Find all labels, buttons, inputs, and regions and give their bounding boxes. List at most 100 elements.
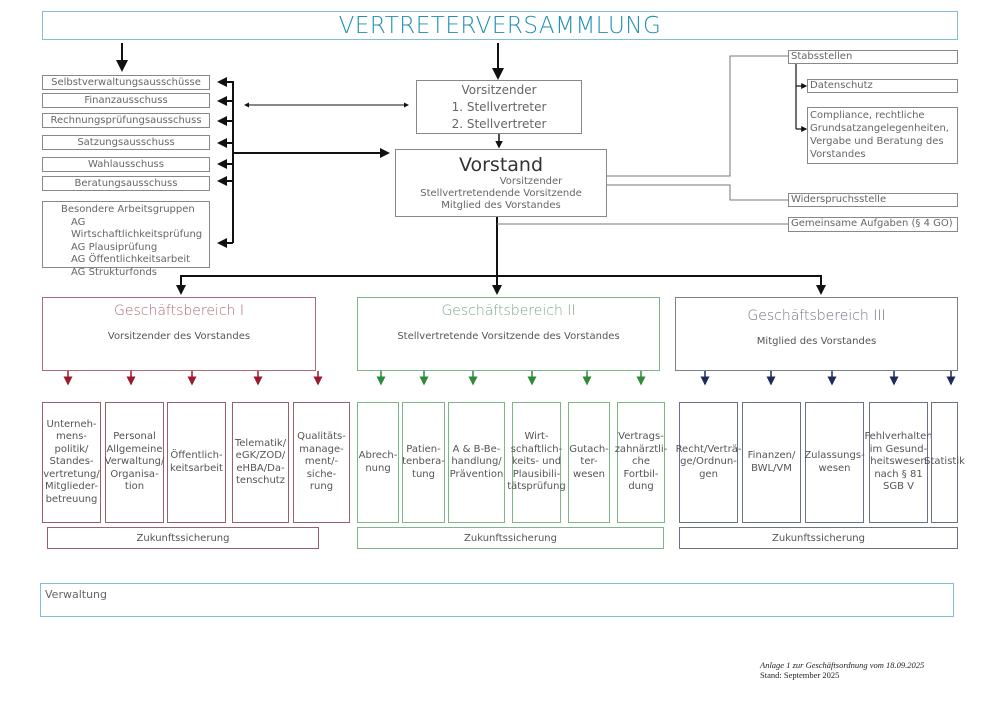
unit-label: Gutach-ter-wesen — [569, 444, 609, 482]
unit-label-line: Wirt- — [524, 431, 549, 443]
unit-label-line: Organisa- — [110, 468, 159, 480]
unit-box: Öffentlich-keitsarbeit — [167, 402, 226, 523]
unit-label: Telematik/eGK/ZOD/eHBA/Da-tenschutz — [235, 438, 286, 488]
unit-label-line: Gutach- — [569, 443, 609, 455]
unit-label: Finanzen/BWL/VM — [748, 450, 796, 475]
working-groups-heading: Besondere Arbeitsgruppen — [61, 204, 195, 215]
compliance-line: Vergabe und Beratung des — [810, 136, 944, 147]
unit-label-line: Finanzen/ — [747, 450, 796, 461]
unit-label-line: keitsarbeit — [170, 462, 223, 474]
unit-label-line: BWL/VM — [751, 462, 792, 474]
committee-label: Rechnungsprüfungsausschuss — [50, 115, 202, 126]
administration-label: Verwaltung — [45, 588, 107, 601]
unit-label-line: rung — [309, 481, 334, 493]
future-security-box: Zukunftssicherung — [357, 527, 664, 549]
unit-label-line: vertretung/ — [43, 468, 100, 480]
division-subtitle: Stellvertretende Vorsitzende des Vorstan… — [397, 331, 620, 342]
committee-label: Wahlausschuss — [88, 159, 164, 170]
board-title: Vorstand — [458, 154, 544, 176]
unit-label-line: dung — [628, 481, 654, 493]
working-group-item: AG Strukturfonds — [71, 266, 158, 278]
board-line: Vorsitzender — [499, 176, 563, 187]
unit-box: Abrech-nung — [357, 402, 399, 523]
unit-label-line: keits- und — [511, 456, 562, 468]
division-2-arrows — [376, 371, 646, 386]
unit-label-line: Zulassungs- — [804, 450, 865, 461]
chair-line: Vorsitzender — [461, 82, 537, 97]
unit-label: Patien-tenbera-tung — [402, 444, 445, 482]
unit-label-line: Öffentlich- — [170, 450, 223, 461]
data-protection-label: Datenschutz — [810, 80, 873, 91]
committee-label: Selbstverwaltungsausschüsse — [51, 77, 201, 88]
objection-office-label: Widerspruchsstelle — [791, 194, 887, 205]
working-group-item: AG Öffentlichkeitsarbeit — [71, 254, 191, 265]
unit-label-line: manage- — [299, 443, 344, 455]
unit-label: A & B-Be-handlung/Prävention — [450, 444, 504, 482]
footnote-status: Stand: September 2025 — [760, 670, 840, 680]
unit-label-line: politik/ — [54, 443, 89, 455]
staff-units-label: Stabsstellen — [791, 51, 853, 62]
unit-label-line: SGB V — [883, 481, 914, 493]
unit-label-line: Vertrags- — [618, 431, 664, 443]
committee-box: Beratungsausschuss — [42, 176, 210, 191]
future-security-label: Zukunftssicherung — [136, 532, 230, 544]
compliance-line: Vorstandes — [810, 149, 866, 160]
division-2-box: Geschäftsbereich II Stellvertretende Vor… — [357, 297, 660, 371]
unit-box: Unterneh-mens-politik/Standes-vertretung… — [42, 402, 101, 523]
unit-label-line: Standes- — [49, 456, 94, 468]
unit-label-line: schaftlich- — [510, 443, 563, 455]
unit-label-line: Personal — [113, 431, 156, 443]
unit-label-line: Recht/Verträ- — [675, 443, 742, 455]
unit-label-line: wesen — [572, 468, 606, 480]
committee-label: Beratungsausschuss — [74, 178, 178, 189]
division-title: Geschäftsbereich II — [441, 303, 576, 319]
unit-label-line: che — [632, 456, 650, 468]
unit-box: Zulassungs-wesen — [804, 402, 865, 523]
unit-label-line: Plausibili- — [512, 468, 561, 480]
unit-label-line: Fehlverhalten — [864, 431, 933, 443]
future-security-box: Zukunftssicherung — [47, 527, 319, 549]
unit-box: Qualitäts-manage-ment/-siche-rung — [293, 402, 350, 523]
unit-label-line: Unterneh- — [46, 418, 97, 430]
unit-label-line: mens- — [55, 431, 88, 443]
unit-label-line: Fortbil- — [623, 468, 659, 480]
compliance-box: Compliance, rechtliche Grundsatzangelege… — [807, 107, 958, 164]
unit-label-line: zahnärztli- — [614, 443, 668, 455]
working-group-item: AG Plausiprüfung — [71, 241, 158, 253]
chair-box: Vorsitzender 1. Stellvertreter 2. Stellv… — [416, 80, 582, 134]
unit-label: Recht/Verträ-ge/Ordnun-gen — [676, 444, 742, 482]
committee-arrows — [217, 77, 233, 248]
board-line: Stellvertretendende Vorsitzende — [420, 188, 582, 199]
unit-label-line: Patien- — [406, 443, 441, 455]
footnote: Anlage 1 zur Geschäftsordnung vom 18.09.… — [760, 660, 924, 680]
unit-label-line: Telematik/ — [234, 437, 287, 449]
unit-label-line: ge/Ordnun- — [680, 456, 737, 468]
unit-label-line: A & B-Be- — [452, 443, 501, 455]
unit-box: Telematik/eGK/ZOD/eHBA/Da-tenschutz — [232, 402, 289, 523]
joint-tasks-box: Gemeinsame Aufgaben (§ 4 GO) — [788, 217, 958, 232]
unit-label-line: Allgemeine — [106, 443, 163, 455]
future-security-label: Zukunftssicherung — [772, 532, 865, 544]
future-security-box: Zukunftssicherung — [679, 527, 958, 549]
unit-label-line: ment/-siche- — [304, 456, 339, 480]
unit-label-line: tenschutz — [236, 475, 285, 486]
unit-label-line: Statistik — [924, 456, 965, 468]
unit-label-line: eHBA/Da- — [236, 462, 285, 474]
board-box: Vorstand Vorsitzender Stellvertretendend… — [395, 149, 607, 217]
unit-label-line: nung — [365, 462, 391, 474]
unit-label-line: eGK/ZOD/ — [235, 450, 286, 461]
committee-box: Wahlausschuss — [42, 157, 210, 172]
unit-box: Gutach-ter-wesen — [568, 402, 610, 523]
unit-box: Recht/Verträ-ge/Ordnun-gen — [676, 402, 741, 523]
unit-label: Öffentlich-keitsarbeit — [170, 450, 223, 475]
unit-box: Statistik — [924, 402, 965, 523]
unit-label-line: handlung/ — [451, 456, 502, 468]
chair-line: 1. Stellvertreter — [451, 99, 547, 114]
unit-box: Finanzen/BWL/VM — [742, 402, 801, 523]
committee-label: Finanzausschuss — [84, 95, 168, 106]
